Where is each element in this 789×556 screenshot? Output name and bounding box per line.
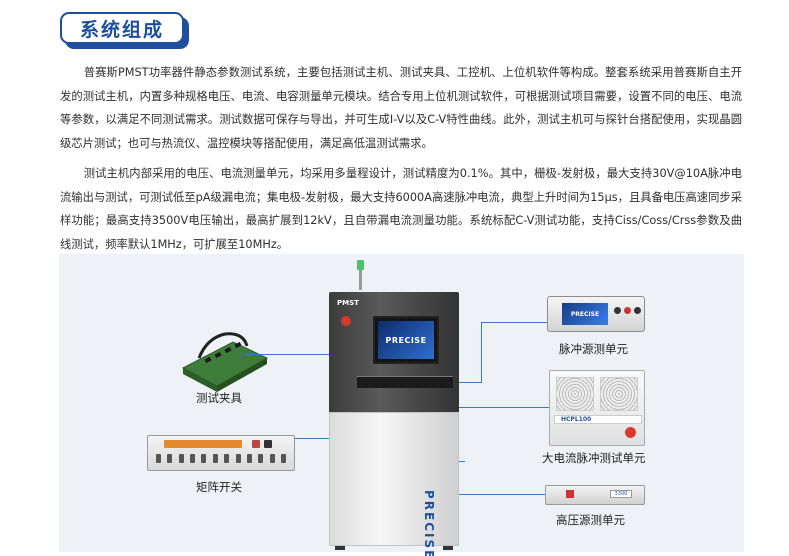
matrix-switch-image — [147, 435, 295, 471]
spec-paragraph: 测试主机内部采用的电压、电流测量单元，均采用多量程设计，测试精度为0.1%。其中… — [60, 167, 742, 251]
monitor-logo: PRECISE — [385, 335, 427, 345]
high-voltage-unit-image: 3300 — [545, 485, 645, 505]
pulse-source-image: PRECISE — [547, 296, 645, 332]
fixture-label: 测试夹具 — [196, 391, 242, 405]
matrix-connectors — [156, 454, 286, 466]
section-title-tab: 系统组成 — [60, 12, 189, 49]
intro-paragraph: 普赛斯PMST功率器件静态参数测试系统，主要包括测试主机、测试夹具、工控机、上位… — [60, 66, 742, 150]
test-fixture-image — [181, 332, 269, 392]
hv-screen-text: 3300 — [614, 491, 628, 497]
connector-line — [245, 354, 403, 355]
emergency-stop-icon — [341, 316, 351, 326]
fan-grill — [600, 377, 638, 411]
stop-button-icon — [625, 427, 636, 438]
machine-monitor: PRECISE — [373, 316, 439, 364]
pulse-source-label: 脉冲源测单元 — [559, 342, 628, 356]
knob-icon — [614, 307, 621, 314]
high-voltage-label: 高压源测单元 — [556, 513, 625, 527]
signal-light — [357, 260, 364, 270]
matrix-label: 矩阵开关 — [196, 480, 242, 494]
high-current-label: 大电流脉冲测试单元 — [542, 451, 646, 465]
machine-foot — [335, 546, 345, 550]
signal-tower-pole — [359, 260, 362, 290]
connector-line — [409, 407, 549, 408]
connector-line — [481, 322, 482, 382]
knob-icon — [634, 307, 641, 314]
test-host-machine: PMST PRECISE PRECISE — [329, 292, 459, 556]
knob-icon — [624, 307, 631, 314]
matrix-bar — [164, 440, 242, 448]
title-box: 系统组成 — [60, 12, 184, 44]
hcpl-nameplate: HCPL100 — [554, 415, 642, 424]
matrix-button — [264, 440, 272, 448]
connector-line — [481, 322, 547, 323]
hv-indicator — [566, 490, 574, 498]
connector-line — [409, 494, 545, 495]
hv-screen: 3300 — [610, 490, 632, 498]
system-diagram: 测试夹具 矩阵开关 PMST PRECISE PRECISE — [59, 254, 744, 556]
machine-brand: PMST — [337, 299, 359, 307]
machine-upper: PMST PRECISE — [329, 292, 459, 414]
machine-foot — [443, 546, 453, 550]
fan-grill — [556, 377, 594, 411]
page-title: 系统组成 — [79, 18, 164, 41]
machine-side-logo: PRECISE — [422, 490, 436, 556]
matrix-button — [252, 440, 260, 448]
high-current-unit-image: HCPL100 — [549, 370, 645, 446]
machine-cabinet — [329, 412, 459, 546]
keyboard-tray — [357, 376, 453, 388]
pulse-screen-logo: PRECISE — [570, 310, 600, 318]
